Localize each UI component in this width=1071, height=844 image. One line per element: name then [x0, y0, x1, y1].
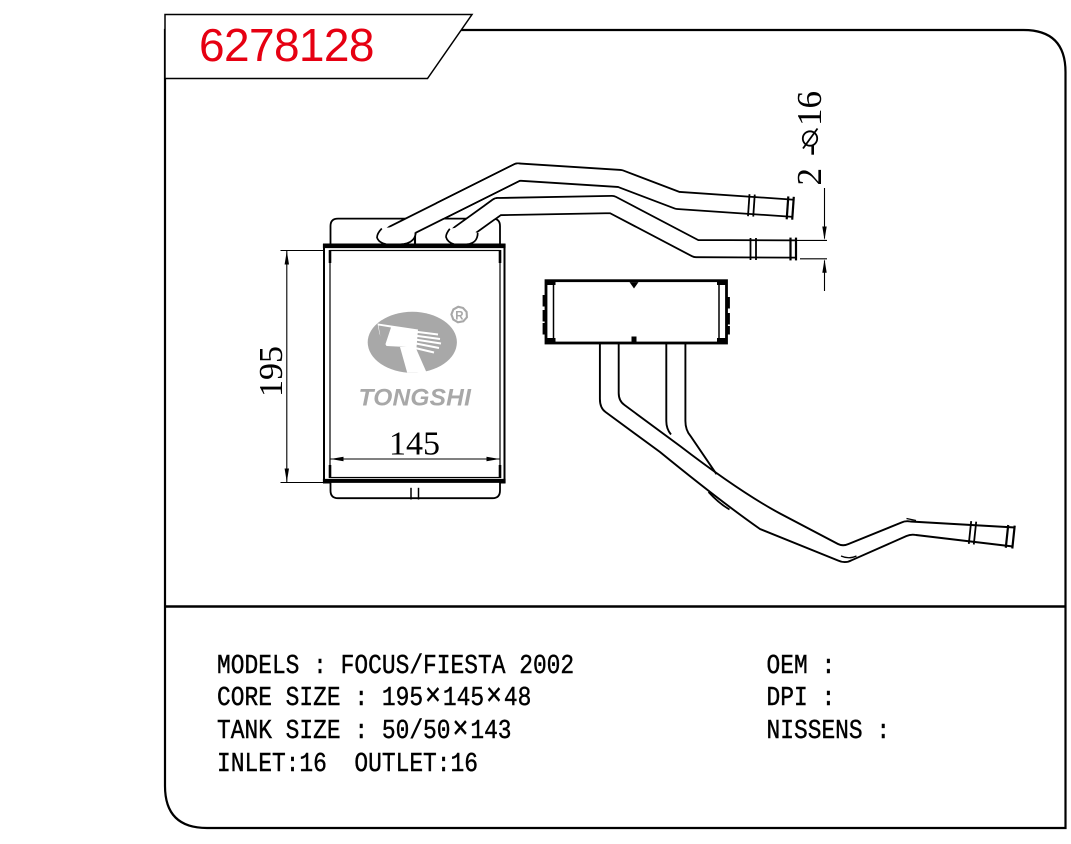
svg-text:-: - — [790, 144, 829, 156]
svg-text:145: 145 — [389, 426, 440, 463]
svg-text:2: 2 — [790, 168, 829, 186]
svg-text:195: 195 — [253, 346, 290, 397]
svg-text:16: 16 — [790, 91, 829, 126]
svg-text:TONGSHI: TONGSHI — [359, 385, 473, 412]
svg-text:R: R — [455, 311, 464, 323]
